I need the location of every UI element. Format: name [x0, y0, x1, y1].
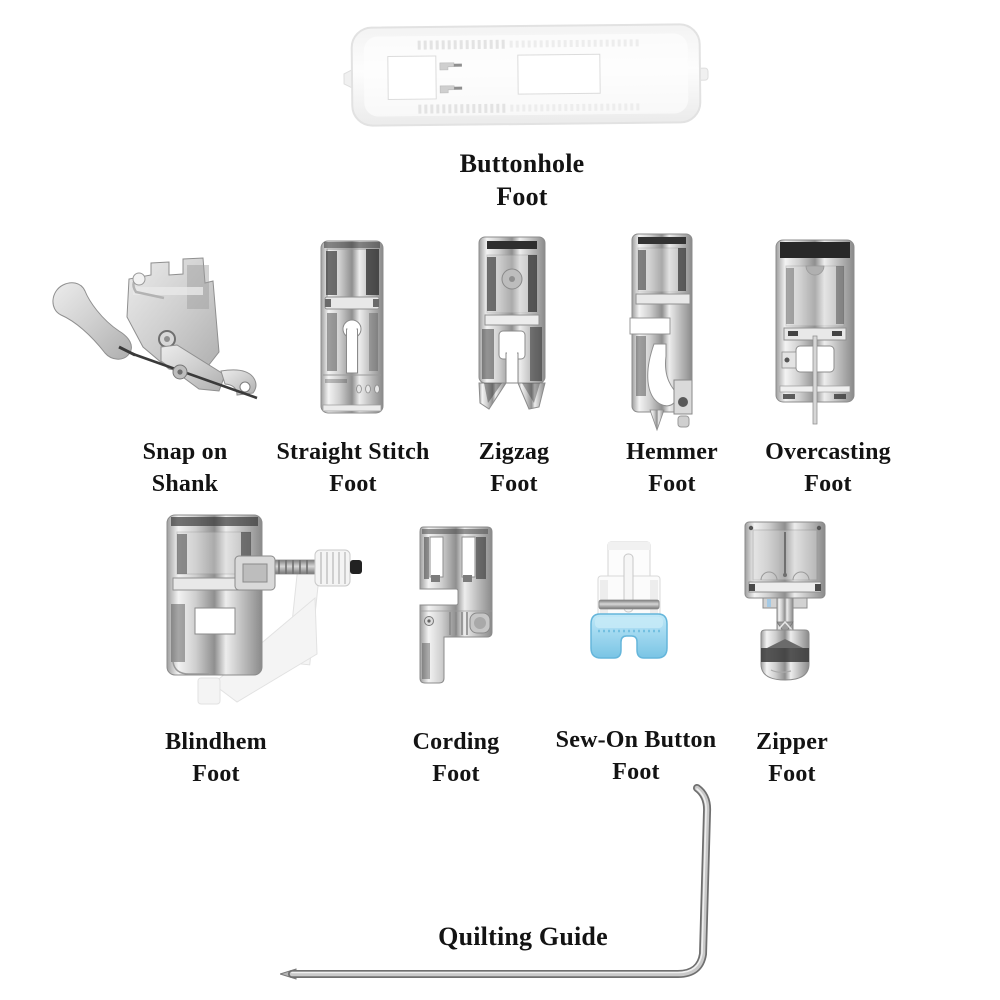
- label-line-1: Cording: [412, 729, 500, 755]
- quilting-guide-label: Quilting Guide: [373, 920, 673, 953]
- overcasting-foot-label: Overcasting Foot: [738, 436, 918, 500]
- cording-foot-image: [410, 525, 500, 685]
- zipper-foot-label: Zipper Foot: [702, 726, 882, 790]
- zigzag-foot-label: Zigzag Foot: [424, 436, 604, 500]
- label-line-2: Foot: [612, 759, 660, 785]
- buttonhole-foot-label: Buttonhole Foot: [372, 147, 672, 213]
- sew-on-button-foot-image: [586, 540, 671, 665]
- buttonhole-foot-image: [340, 18, 710, 133]
- zigzag-foot-image: [472, 233, 552, 411]
- snap-on-shank-image: [49, 257, 261, 402]
- hemmer-foot-image: [624, 232, 702, 434]
- overcasting-foot-image: [770, 236, 860, 430]
- straight-stitch-foot-image: [313, 239, 391, 416]
- sew-on-button-foot-label: Sew-On Button Foot: [536, 724, 736, 788]
- label-line-1: Hemmer: [626, 439, 718, 465]
- label-line-1: Blindhem: [165, 729, 267, 755]
- straight-stitch-foot-label: Straight Stitch Foot: [243, 436, 463, 500]
- zipper-foot-image: [737, 518, 832, 690]
- label-line-2: Foot: [496, 182, 548, 211]
- label-line-1: Zigzag: [478, 439, 550, 465]
- label-line-1: Buttonhole: [459, 149, 585, 178]
- label-line-2: Foot: [648, 471, 696, 497]
- label-line-1: Overcasting: [765, 439, 891, 465]
- label-line-2: Shank: [151, 471, 219, 497]
- label-line-1: Zipper: [756, 729, 828, 755]
- blindhem-foot-label: Blindhem Foot: [126, 726, 306, 790]
- hemmer-foot-label: Hemmer Foot: [582, 436, 762, 500]
- label-line-2: Foot: [192, 761, 240, 787]
- label-line-2: Foot: [432, 761, 480, 787]
- label-line-2: Foot: [329, 471, 377, 497]
- label-line-1: Snap on: [142, 439, 228, 465]
- snap-on-shank-label: Snap on Shank: [85, 436, 285, 500]
- label-line-1: Quilting Guide: [438, 922, 608, 951]
- cording-foot-label: Cording Foot: [366, 726, 546, 790]
- label-line-2: Foot: [804, 471, 852, 497]
- label-line-2: Foot: [768, 761, 816, 787]
- blindhem-foot-image: [165, 512, 365, 708]
- quilting-guide-image: [278, 778, 720, 993]
- label-line-1: Sew-On Button: [555, 727, 717, 753]
- label-line-1: Straight Stitch: [276, 439, 430, 465]
- label-line-2: Foot: [490, 471, 538, 497]
